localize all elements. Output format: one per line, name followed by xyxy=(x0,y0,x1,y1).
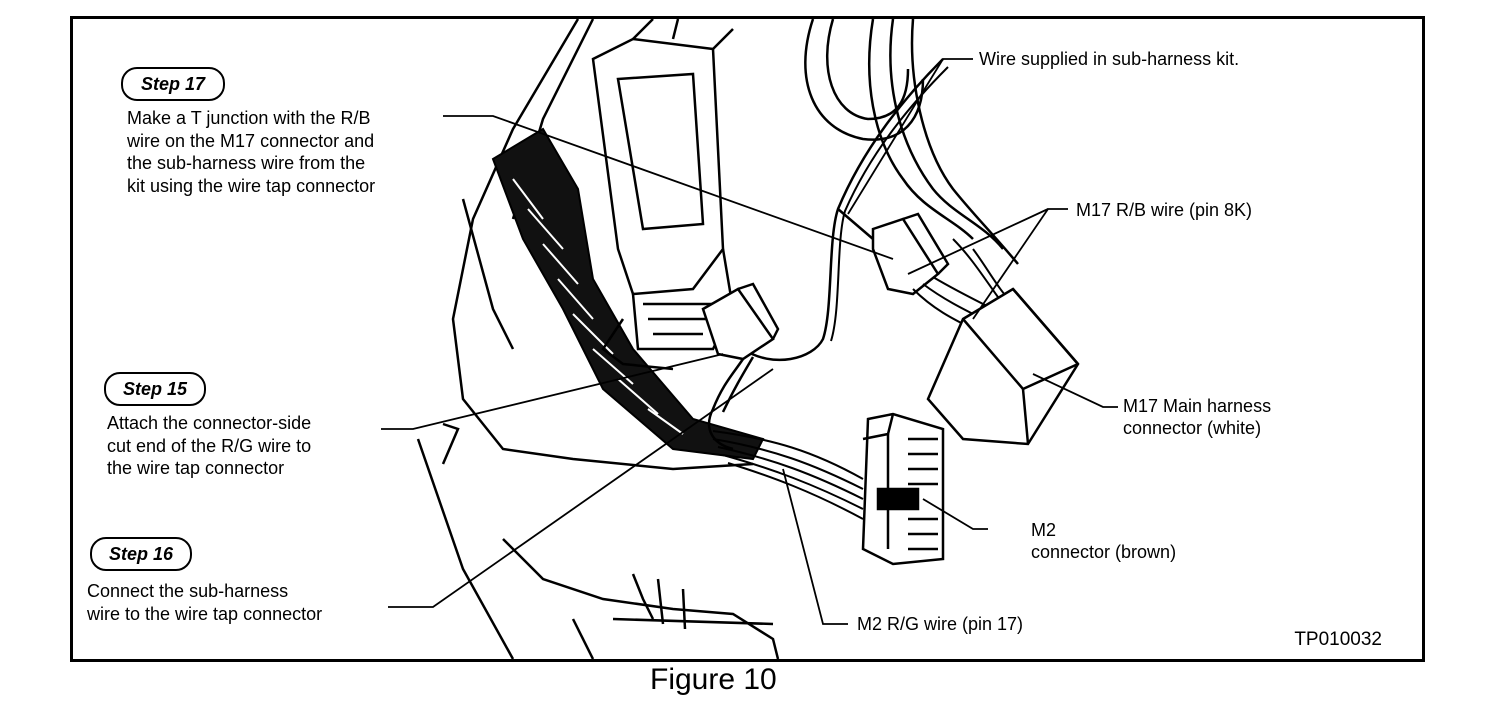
m17-main-connector-label: M17 Main harness connector (white) xyxy=(1123,396,1272,438)
m17-wire-tap xyxy=(837,208,950,296)
m2-connector xyxy=(861,412,945,566)
wire-kit-label: Wire supplied in sub-harness kit. xyxy=(979,49,1240,69)
m2-rg-wire-label: M2 R/G wire (pin 17) xyxy=(857,614,1024,634)
step-15-badge: Step 15 xyxy=(104,372,206,406)
step-16-badge: Step 16 xyxy=(90,537,192,571)
lower-trim xyxy=(416,422,780,659)
harness-illustration xyxy=(381,19,1118,659)
upper-harness xyxy=(804,19,1019,265)
step-17-badge: Step 17 xyxy=(121,67,225,101)
m17-main-connector xyxy=(926,287,1080,446)
step-15-note: Attach the connector-side cut end of the… xyxy=(107,413,312,478)
rg-wire-tap xyxy=(701,282,780,451)
m2-connector-label: M2 connector (brown) xyxy=(1031,520,1177,562)
sub-harness-wire xyxy=(742,58,944,362)
column-housing xyxy=(451,19,754,471)
column-bracket xyxy=(591,19,735,371)
m17-rb-wire-label: M17 R/B wire (pin 8K) xyxy=(1076,200,1253,220)
m2-wire-bundle xyxy=(712,430,864,520)
figure-frame: Step 17 Make a T junction with the R/B w… xyxy=(70,16,1425,662)
leader-lines xyxy=(381,58,1118,625)
column-boot xyxy=(491,127,765,461)
figure-caption: Figure 10 xyxy=(650,663,777,696)
step-16-note: Connect the sub-harness wire to the wire… xyxy=(87,581,323,624)
figure-id: TP010032 xyxy=(1294,629,1382,650)
step-17-note: Make a T junction with the R/B wire on t… xyxy=(127,108,376,196)
